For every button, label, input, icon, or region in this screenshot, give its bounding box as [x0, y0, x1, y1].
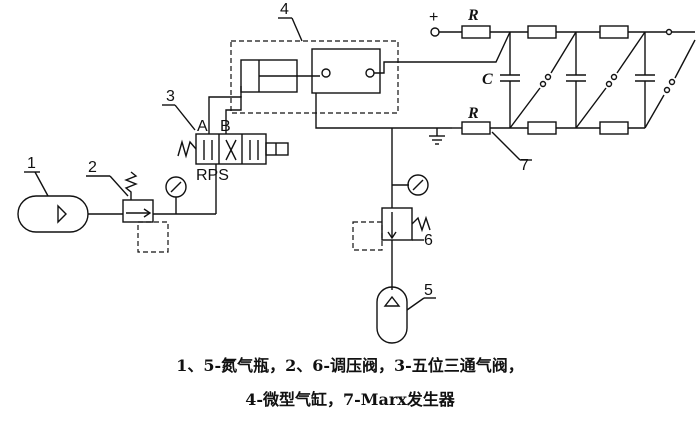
marx-generator-7: [374, 25, 696, 161]
pressure-gauge-left: [165, 176, 187, 198]
pressure-regulator-6: [352, 207, 431, 251]
label-3: 3: [166, 88, 175, 105]
label-2: 2: [88, 159, 97, 176]
label-7: 7: [520, 157, 529, 174]
resistor-label-bottom: R: [467, 105, 479, 122]
caption-line-2: 4-微型气缸，7-Marx发生器: [245, 390, 455, 409]
leader-1: [34, 171, 49, 197]
ports-rps-label: RPS: [196, 167, 229, 184]
ground-symbol: [429, 128, 445, 145]
nitrogen-cylinder-5: [376, 286, 408, 344]
port-a-label: A: [197, 118, 208, 135]
five-port-valve-3: [177, 133, 289, 165]
label-4: 4: [280, 1, 289, 18]
label-6: 6: [424, 232, 433, 249]
pressure-regulator-2: [122, 171, 169, 253]
label-5: 5: [424, 282, 433, 299]
pressure-gauge-right: [407, 174, 429, 196]
resistor-label-top: R: [467, 7, 479, 24]
caption-line-1: 1、5-氮气瓶，2、6-调压阀，3-五位三通气阀，: [176, 356, 524, 375]
capacitor-label: C: [482, 71, 493, 88]
label-1: 1: [27, 155, 36, 172]
plus-terminal-label: +: [429, 9, 438, 26]
nitrogen-cylinder-1: [17, 195, 89, 233]
micro-cylinder-4: [240, 48, 381, 94]
micro-cylinder-4-box: [230, 40, 399, 114]
